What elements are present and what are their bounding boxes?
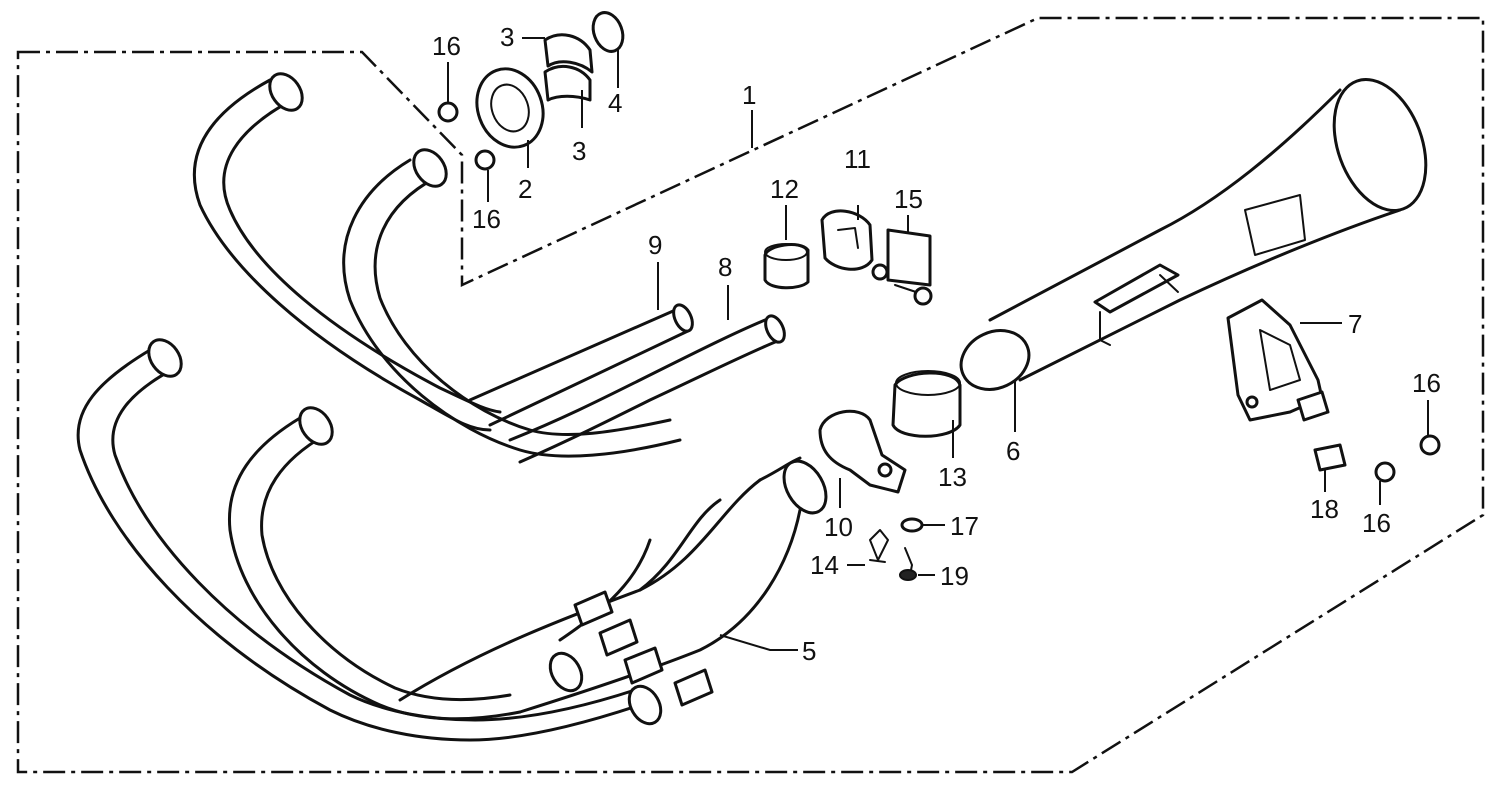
callout-10: 10 (824, 512, 853, 542)
clamp-11 (820, 209, 874, 271)
callout-6: 6 (1006, 436, 1020, 466)
pipe-9 (468, 303, 694, 427)
collar-3 (543, 33, 594, 102)
callout-18: 18 (1310, 494, 1339, 524)
clamp-10 (818, 409, 907, 494)
pipe-8 (508, 314, 786, 464)
washer-17 (900, 517, 924, 533)
callout-13: 13 (938, 462, 967, 492)
o-ring-4 (591, 11, 625, 53)
exhaust-pipe-upper-inner (342, 148, 682, 458)
exhaust-pipe-lower-inner (227, 406, 522, 721)
callout-16-right-top: 16 (1412, 368, 1441, 398)
callout-12: 12 (770, 174, 799, 204)
gasket-13 (891, 370, 962, 438)
bolt-19 (899, 547, 917, 581)
collector-section (398, 456, 828, 726)
band-12 (763, 243, 810, 290)
muffler-bracket (1226, 298, 1330, 422)
callout-7: 7 (1348, 309, 1362, 339)
callout-19: 19 (940, 561, 969, 591)
callout-11: 11 (844, 144, 871, 174)
callout-9: 9 (648, 230, 662, 260)
leader-lines (447, 37, 1429, 651)
nut-16-top (437, 101, 459, 123)
exhaust-pipe-lower-outer (76, 338, 642, 742)
callout-4: 4 (608, 88, 622, 118)
nut-16-right-b (1374, 461, 1396, 483)
flange-ring-2 (475, 67, 545, 149)
bolt-near-15 (871, 263, 933, 306)
callout-labels: 1 2 3 3 4 5 6 7 8 9 10 11 12 13 14 15 16… (432, 22, 1441, 666)
callout-14: 14 (810, 550, 839, 580)
nut-16-right-a (1419, 434, 1441, 456)
bolt-14 (869, 529, 889, 563)
callout-2: 2 (518, 174, 532, 204)
callout-3-lower: 3 (572, 136, 586, 166)
callout-5: 5 (802, 636, 816, 666)
muffler (959, 78, 1428, 391)
assembly-boundary (16, 16, 1485, 774)
callout-16-mid: 16 (472, 204, 501, 234)
label-15 (886, 228, 932, 287)
nut-18 (1313, 443, 1347, 472)
nut-16-mid (474, 149, 496, 171)
callout-3-upper: 3 (500, 22, 514, 52)
callout-8: 8 (718, 252, 732, 282)
callout-16-top: 16 (432, 31, 461, 61)
exhaust-pipe-upper-outer (192, 72, 502, 432)
callout-16-right-bottom: 16 (1362, 508, 1391, 538)
callout-15: 15 (894, 184, 923, 214)
callout-17: 17 (950, 511, 979, 541)
callout-1: 1 (742, 80, 756, 110)
